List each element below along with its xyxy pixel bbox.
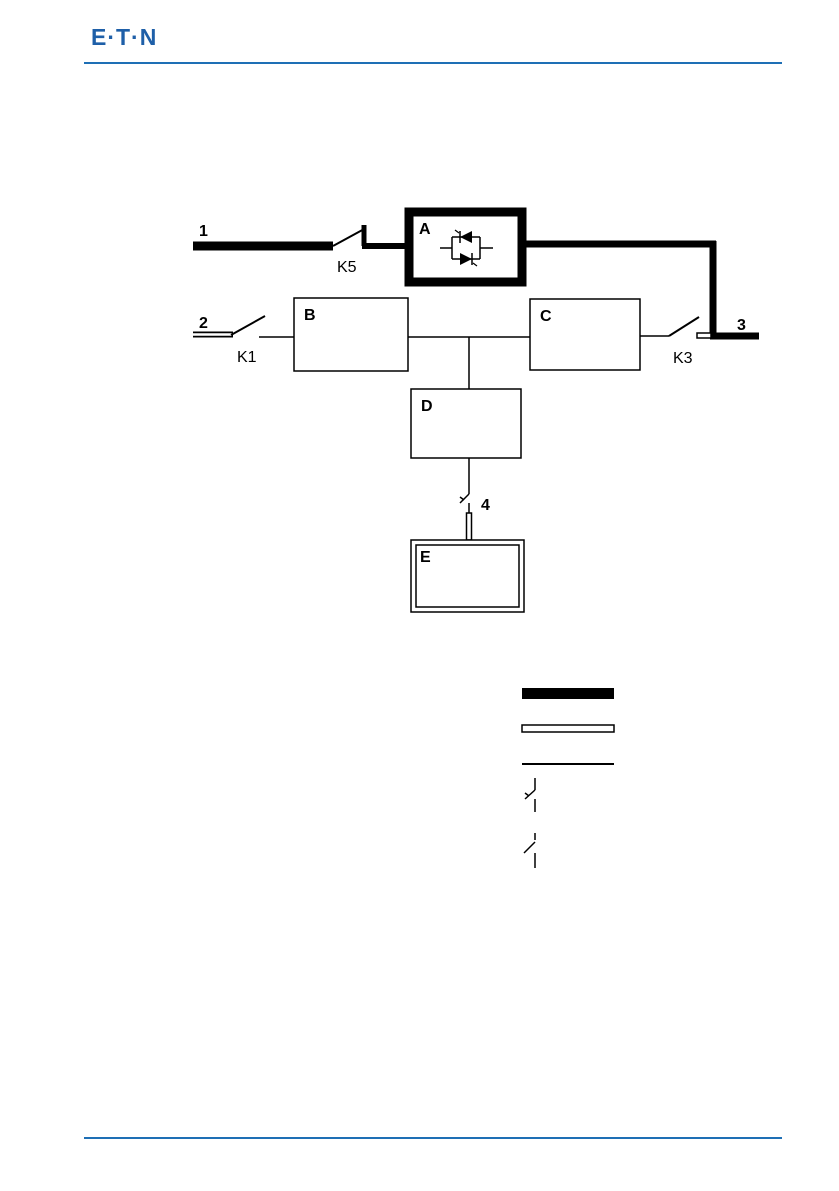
switch-k1-label: K1 (237, 349, 257, 366)
switch-k5: K5 (333, 225, 408, 276)
terminal-3-label: 3 (737, 317, 746, 334)
switch-k3-label: K3 (673, 350, 693, 367)
switch-4: 4 (460, 458, 490, 540)
footer-rule (84, 1137, 782, 1139)
dc-bus (408, 337, 530, 389)
block-a-label: A (419, 221, 431, 238)
block-a: A (409, 212, 522, 282)
legend (522, 688, 614, 868)
switch-k3: K3 (640, 317, 711, 367)
switch-k1: K1 (231, 316, 294, 366)
switch-k5-label: K5 (337, 259, 357, 276)
block-e-label: E (420, 549, 431, 566)
block-c-label: C (540, 308, 552, 325)
legend-switch-closed-icon (525, 778, 535, 812)
block-b-label: B (304, 307, 316, 324)
terminal-2-label: 2 (199, 315, 208, 332)
block-c: C (530, 299, 640, 370)
block-d-label: D (421, 398, 433, 415)
legend-thick-line (522, 688, 614, 699)
line-2: 2 (193, 315, 233, 335)
block-e: E (411, 540, 524, 612)
terminal-4-label: 4 (481, 497, 490, 514)
line-1: 1 (193, 223, 333, 246)
block-b: B (294, 298, 408, 371)
legend-double-line (522, 725, 614, 732)
legend-switch-open-icon (524, 833, 535, 868)
terminal-1-label: 1 (199, 223, 208, 240)
block-d: D (411, 389, 521, 458)
